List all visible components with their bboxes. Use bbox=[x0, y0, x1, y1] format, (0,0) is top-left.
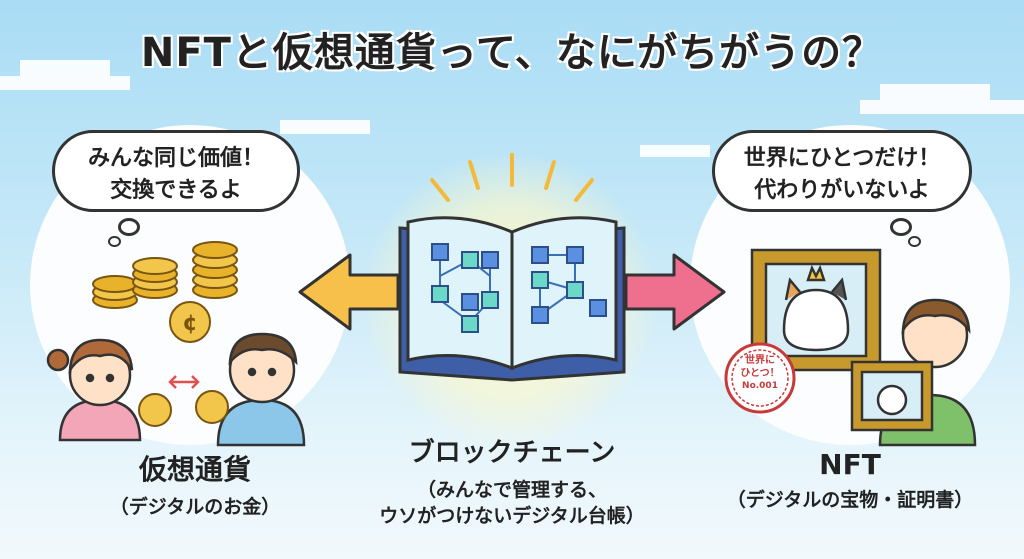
cloud bbox=[20, 60, 110, 76]
nft-caption-title: NFT bbox=[819, 448, 881, 481]
stamp-text: 世界に ひとつ！ No.001 bbox=[726, 354, 794, 393]
stamp-line: No.001 bbox=[742, 381, 778, 391]
bubble-tail bbox=[108, 236, 121, 247]
cloud bbox=[880, 84, 990, 100]
boy-character-icon bbox=[216, 332, 306, 447]
nft-speech-bubble: 世界にひとつだけ！ 代わりがいないよ bbox=[712, 130, 972, 212]
cloud bbox=[860, 100, 1024, 114]
blockchain-caption-subtitle-1: （みんなで管理する、 bbox=[416, 479, 607, 501]
crypto-caption-subtitle: （デジタルのお金） bbox=[109, 496, 281, 518]
crypto-caption: 仮想通貨 （デジタルのお金） bbox=[60, 448, 330, 520]
right-arrow-icon bbox=[624, 253, 726, 331]
left-arrow-icon bbox=[298, 253, 400, 331]
page-title: NFTと仮想通貨って、なにがちがうの？ bbox=[140, 30, 884, 76]
bubble-line: 世界にひとつだけ！ bbox=[743, 146, 941, 171]
ledger-book-icon bbox=[398, 216, 626, 382]
light-rays-icon bbox=[430, 153, 594, 202]
exchange-arrow-icon bbox=[168, 375, 200, 389]
unique-stamp-icon bbox=[724, 342, 796, 414]
coin-icon bbox=[138, 390, 229, 427]
bubble-tail bbox=[890, 218, 912, 236]
crypto-caption-title: 仮想通貨 bbox=[138, 453, 251, 486]
cloud bbox=[0, 76, 130, 90]
coin-stack-icon: ¢ bbox=[92, 241, 238, 343]
girl-character-icon bbox=[46, 338, 142, 442]
crypto-speech-bubble: みんな同じ価値！ 交換できるよ bbox=[52, 130, 300, 212]
blockchain-caption-subtitle-2: ウソがつけないデジタル台帳） bbox=[379, 505, 645, 527]
bubble-line: みんな同じ価値！ bbox=[87, 146, 264, 171]
blockchain-caption-title: ブロックチェーン bbox=[408, 438, 616, 468]
bubble-line: 交換できるよ bbox=[110, 178, 242, 203]
cloud bbox=[640, 145, 710, 157]
blockchain-caption: ブロックチェーン （みんなで管理する、 ウソがつけないデジタル台帳） bbox=[352, 432, 672, 529]
boy-holding-nft-icon bbox=[850, 298, 977, 447]
cloud bbox=[280, 120, 370, 134]
nft-caption: NFT （デジタルの宝物・証明書） bbox=[700, 448, 1000, 513]
svg-text:¢: ¢ bbox=[182, 311, 197, 336]
stamp-line: 世界に bbox=[745, 355, 775, 366]
nft-caption-subtitle: （デジタルの宝物・証明書） bbox=[726, 489, 974, 511]
stamp-line: ひとつ！ bbox=[740, 368, 780, 379]
bubble-tail bbox=[118, 218, 140, 236]
bubble-tail bbox=[908, 236, 921, 247]
bubble-line: 代わりがいないよ bbox=[754, 178, 930, 203]
